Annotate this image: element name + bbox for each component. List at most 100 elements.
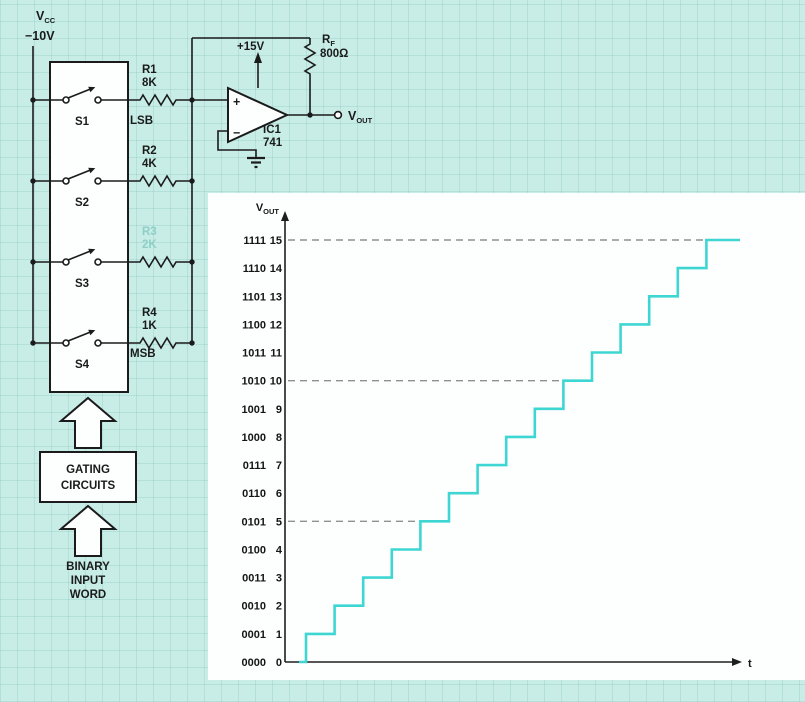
supply-value-label: −10V (25, 29, 55, 43)
gating-label-line1: GATING (66, 464, 110, 476)
gating-circuits-box (39, 451, 137, 503)
ytick-binary-0010: 0010 (242, 601, 266, 613)
ytick-binary-1110: 1110 (243, 263, 266, 275)
resistor-value-label: 8K (142, 77, 157, 89)
switch-name-label: S3 (75, 278, 89, 290)
switch-lever (67, 87, 94, 99)
ytick-decimal-12: 12 (270, 319, 282, 331)
vout-label: VOUT (348, 109, 373, 125)
switch-name-label: S1 (75, 116, 90, 128)
switch-lever-arrow-icon (88, 329, 96, 336)
feedback-res-name: RF (322, 34, 335, 48)
ytick-binary-0000: 0000 (242, 657, 266, 669)
ytick-binary-1001: 1001 (242, 404, 266, 416)
resistor-R4 (137, 336, 192, 350)
ytick-decimal-7: 7 (276, 460, 282, 472)
resistor-R3 (137, 255, 192, 269)
ytick-decimal-0: 0 (276, 657, 282, 669)
switch-contact-right (94, 339, 102, 347)
ytick-binary-1010: 1010 (242, 376, 266, 388)
ytick-binary-0110: 0110 (242, 488, 266, 500)
y-axis-arrow-icon (281, 211, 289, 221)
opamp-plus-sign: + (233, 95, 240, 109)
junction-dot (30, 178, 36, 184)
ytick-decimal-6: 6 (276, 488, 282, 500)
ytick-binary-0101: 0101 (242, 516, 266, 528)
ytick-decimal-1: 1 (276, 629, 282, 641)
switch-bank-box (49, 61, 129, 393)
ytick-decimal-14: 14 (270, 263, 283, 275)
junction-dot (30, 340, 36, 346)
x-axis-label: t (748, 658, 752, 670)
switch-lever-arrow-icon (88, 167, 96, 174)
y-axis-title: VOUT (256, 202, 280, 216)
input-word-line1: BINARY (66, 561, 110, 573)
ytick-decimal-2: 2 (276, 601, 282, 613)
ytick-decimal-9: 9 (276, 404, 282, 416)
resistor-name-label: R3 (142, 226, 157, 238)
ytick-decimal-13: 13 (270, 291, 282, 303)
resistor-name-label: R4 (142, 307, 157, 319)
ytick-binary-1101: 1101 (242, 291, 266, 303)
ytick-decimal-8: 8 (276, 432, 282, 444)
ytick-binary-1100: 1100 (242, 319, 266, 331)
switch-contact-right (94, 177, 102, 185)
switch-lever (67, 249, 94, 261)
switch-contact-left (62, 96, 70, 104)
junction-dot (30, 259, 36, 265)
resistor-R1 (137, 93, 192, 107)
ytick-decimal-5: 5 (276, 516, 282, 528)
switch-contact-right (94, 258, 102, 266)
ytick-binary-0100: 0100 (242, 545, 266, 557)
resistor-value-label: 1K (142, 320, 157, 332)
flow-arrow-bottom-icon (58, 504, 118, 557)
supply-arrow-icon (254, 52, 262, 63)
ground-wire (217, 130, 257, 157)
switch-contact-left (62, 177, 70, 185)
input-word-line3: WORD (70, 589, 106, 601)
ytick-binary-1011: 1011 (242, 348, 266, 360)
ytick-decimal-11: 11 (270, 348, 282, 360)
resistor-name-label: R2 (142, 145, 157, 157)
ytick-binary-0011: 0011 (242, 573, 266, 585)
flow-arrow-top-icon (58, 396, 118, 449)
resistor-R2 (137, 174, 192, 188)
ytick-binary-1000: 1000 (242, 432, 266, 444)
switch-name-label: S2 (75, 197, 89, 209)
ytick-binary-0111: 0111 (243, 460, 266, 472)
resistor-name-label: R1 (142, 64, 157, 76)
switch-contact-left (62, 258, 70, 266)
input-word-line2: INPUT (71, 575, 106, 587)
staircase-trace (299, 238, 740, 664)
output-terminal (333, 110, 343, 120)
ytick-decimal-15: 15 (270, 235, 282, 247)
gating-label-line2: CIRCUITS (61, 480, 116, 492)
ytick-decimal-4: 4 (276, 545, 283, 557)
bit-significance-label: LSB (130, 115, 153, 127)
vcc-label: VCC (36, 9, 56, 25)
resistor-value-label: 2K (142, 239, 157, 251)
opamp-minus-sign: − (233, 126, 240, 140)
switch-lever-arrow-icon (88, 248, 96, 255)
ytick-binary-0001: 0001 (242, 629, 266, 641)
ytick-decimal-10: 10 (270, 376, 282, 388)
opamp-part-label: 741 (263, 137, 283, 149)
switch-lever (67, 330, 94, 342)
ytick-binary-1111: 1111 (243, 235, 266, 247)
feedback-resistor (303, 38, 317, 115)
opamp-triangle (227, 86, 290, 144)
bit-significance-label: MSB (130, 348, 156, 360)
opamp-supply-label: +15V (237, 41, 265, 53)
junction-dot (307, 112, 313, 118)
x-axis-arrow-icon (732, 658, 742, 666)
switch-lever (67, 168, 94, 180)
switch-lever-arrow-icon (88, 86, 96, 93)
